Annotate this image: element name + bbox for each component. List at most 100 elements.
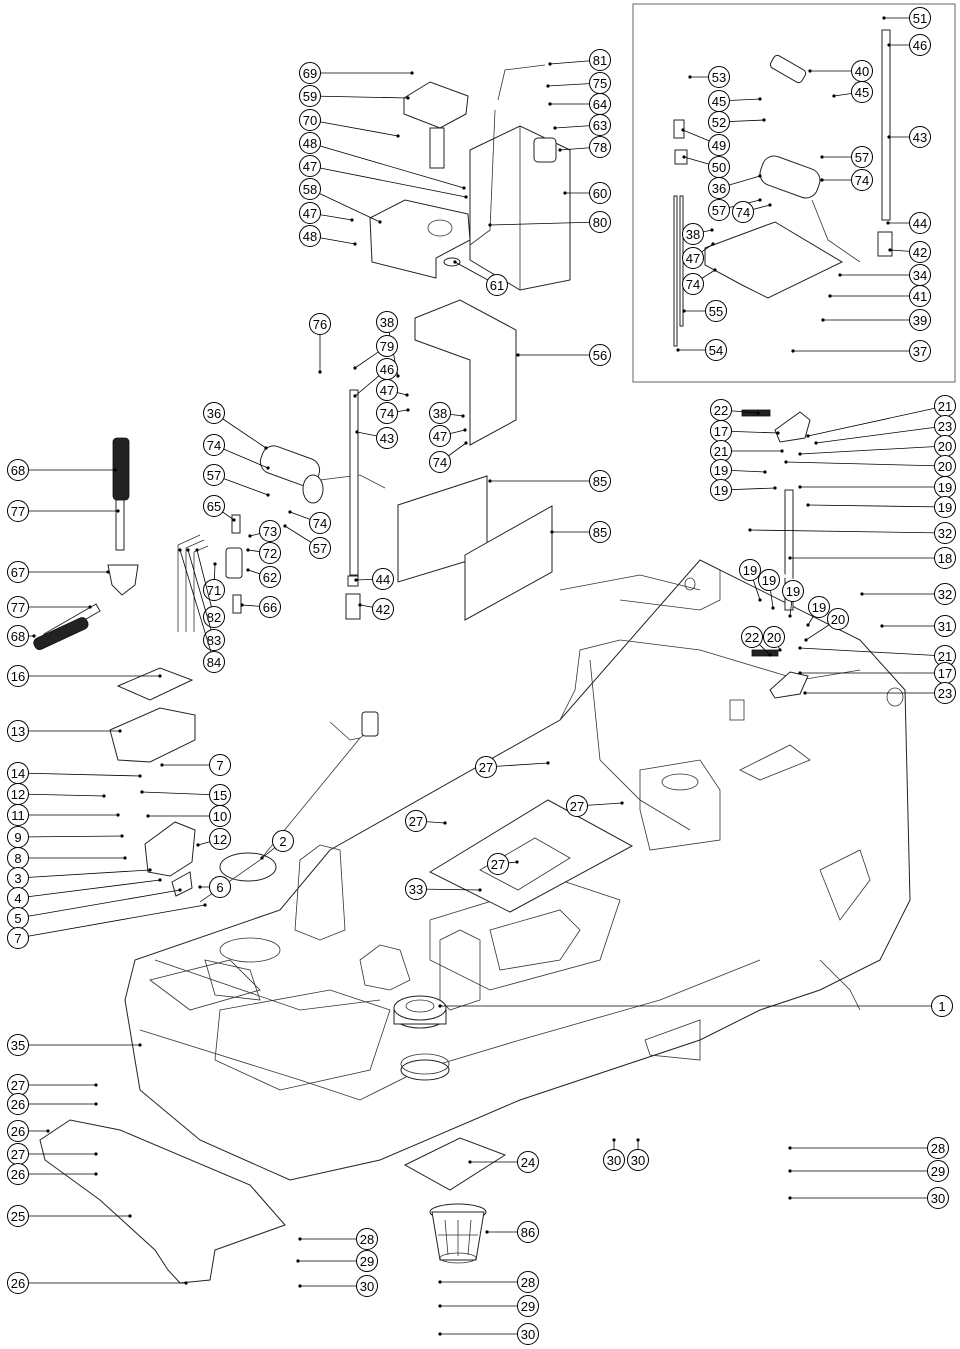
callout-78: 78	[558, 136, 611, 158]
leader-dot	[820, 155, 824, 159]
callout-number: 19	[743, 563, 757, 578]
filter-basket	[429, 1203, 487, 1264]
callout-34: 34	[838, 264, 931, 286]
callout-number: 26	[11, 1097, 25, 1112]
callout-balloon	[589, 49, 611, 71]
callout-71: 71	[203, 562, 225, 601]
callout-8: 8	[7, 847, 127, 869]
callout-number: 17	[938, 666, 952, 681]
callout-18: 18	[788, 547, 956, 569]
callout-number: 64	[593, 97, 607, 112]
leader-dot	[462, 186, 466, 190]
callout-40: 40	[808, 60, 873, 82]
leader-dot	[184, 1281, 188, 1285]
callout-28: 28	[788, 1137, 949, 1159]
callout-balloon	[356, 1250, 378, 1272]
callout-balloon	[405, 810, 427, 832]
callout-35: 35	[7, 1034, 142, 1056]
callout-balloon	[309, 313, 331, 335]
leader-dot	[838, 273, 842, 277]
leader-dot	[821, 318, 825, 322]
callout-27: 27	[7, 1074, 98, 1096]
callout-73: 73	[248, 520, 281, 542]
callout-number: 60	[593, 186, 607, 201]
callout-balloon	[309, 537, 331, 559]
callout-74: 74	[732, 201, 772, 223]
callout-7: 7	[160, 754, 231, 776]
callout-number: 44	[913, 216, 927, 231]
callout-45: 45	[708, 90, 762, 112]
callout-20: 20	[784, 455, 956, 477]
callout-balloon	[708, 134, 730, 156]
callout-balloon	[627, 1149, 649, 1171]
callout-number: 27	[491, 857, 505, 872]
bracket-10	[144, 821, 196, 877]
leader-dot	[94, 1172, 98, 1176]
callout-number: 6	[216, 880, 223, 895]
callout-23: 23	[803, 682, 956, 704]
mounting-plate	[428, 799, 634, 913]
callout-number: 85	[593, 474, 607, 489]
float-switch	[403, 81, 469, 169]
leader-dot	[196, 843, 200, 847]
callout-48: 48	[299, 132, 466, 190]
callout-74: 74	[203, 434, 270, 470]
callout-number: 47	[303, 206, 317, 221]
leader-line	[196, 549, 215, 618]
leader-dot	[318, 370, 322, 374]
leader-dot	[288, 510, 292, 514]
leader-dot	[681, 128, 685, 132]
callout-number: 46	[380, 362, 394, 377]
callout-6: 6	[198, 876, 231, 898]
leader-dot	[283, 524, 287, 528]
callout-62: 62	[246, 566, 281, 588]
callout-number: 12	[11, 787, 25, 802]
leader-dot	[128, 1214, 132, 1218]
leader-dot	[784, 460, 788, 464]
callout-number: 42	[376, 602, 390, 617]
callout-number: 17	[714, 424, 728, 439]
callout-number: 81	[593, 53, 607, 68]
leader-dot	[791, 349, 795, 353]
callout-number: 56	[593, 348, 607, 363]
leader-line	[807, 504, 946, 508]
callout-number: 11	[11, 808, 25, 823]
callout-number: 75	[593, 76, 607, 91]
leader-dot	[158, 878, 162, 882]
callout-number: 19	[714, 463, 728, 478]
leader-dot	[636, 1138, 640, 1142]
callout-balloon	[708, 177, 730, 199]
leader-dot	[138, 1043, 142, 1047]
leader-dot	[140, 790, 144, 794]
callout-balloon	[934, 496, 956, 518]
callout-balloon	[7, 459, 29, 481]
callout-29: 29	[438, 1295, 539, 1317]
callout-number: 28	[360, 1232, 374, 1247]
callout-29: 29	[296, 1250, 378, 1272]
callout-47: 47	[429, 425, 467, 447]
callout-64: 64	[548, 93, 611, 115]
callout-balloon	[259, 520, 281, 542]
callout-number: 66	[263, 600, 277, 615]
callout-19: 19	[710, 459, 767, 481]
callout-balloon	[682, 273, 704, 295]
callout-27: 27	[405, 810, 447, 832]
callout-52: 52	[708, 111, 766, 133]
callout-number: 68	[11, 629, 25, 644]
leader-dot	[353, 242, 357, 246]
leader-line	[17, 772, 141, 777]
leader-line	[17, 869, 151, 879]
callout-11: 11	[7, 804, 120, 826]
callout-74: 74	[429, 441, 468, 473]
leader-dot	[820, 178, 824, 182]
callout-26: 26	[7, 1272, 188, 1294]
callout-number: 77	[11, 504, 25, 519]
callout-19: 19	[806, 496, 956, 518]
leader-dot	[264, 446, 268, 450]
leader-dot	[768, 653, 772, 657]
leader-dot	[788, 1169, 792, 1173]
leader-dot	[488, 479, 492, 483]
callout-number: 57	[313, 541, 327, 556]
leader-dot	[748, 528, 752, 532]
callout-number: 20	[938, 439, 952, 454]
